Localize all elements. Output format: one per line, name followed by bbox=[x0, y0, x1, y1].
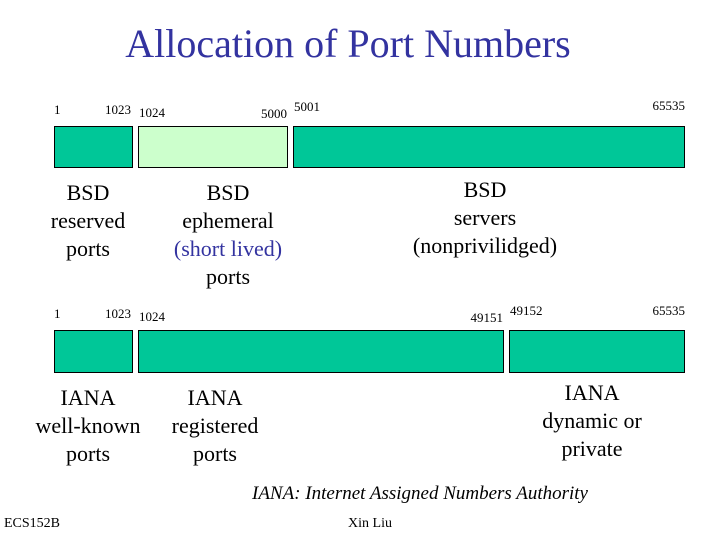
caption-line: (nonprivilidged) bbox=[412, 233, 558, 258]
tick-label-bsd-65535: 65535 bbox=[652, 98, 686, 113]
slide-title: Allocation of Port Numbers bbox=[125, 21, 571, 66]
caption-bsd-ephemeral-ports: BSD ephemeral (short lived) ports bbox=[174, 179, 282, 291]
caption-line: reserved bbox=[50, 208, 126, 233]
tick-label-bsd-1023: 1023 bbox=[105, 102, 131, 117]
tick-label-iana-49152: 49152 bbox=[510, 303, 543, 318]
caption-line: registered bbox=[171, 413, 259, 438]
caption-line: BSD bbox=[66, 180, 110, 205]
tick-label-bsd-1: 1 bbox=[54, 102, 61, 117]
caption-line: IANA bbox=[187, 385, 243, 410]
caption-line: ports bbox=[192, 441, 237, 466]
caption-bsd-servers: BSD servers (nonprivilidged) bbox=[413, 176, 557, 260]
footnote: IANA: Internet Assigned Numbers Authorit… bbox=[252, 483, 588, 504]
tick-label-iana-49151: 49151 bbox=[470, 310, 504, 325]
caption-line: BSD bbox=[206, 180, 250, 205]
tick-label-bsd-5001: 5001 bbox=[294, 99, 320, 114]
tick-label-iana-1023: 1023 bbox=[105, 306, 131, 321]
caption-bsd-reserved-ports: BSD reserved ports bbox=[51, 179, 126, 263]
range-bar-bsd-1-1023 bbox=[54, 126, 133, 168]
range-bar-iana-49152-65535 bbox=[509, 330, 685, 373]
caption-line: ports bbox=[206, 264, 250, 289]
caption-line: servers bbox=[453, 205, 517, 230]
tick-label-iana-1: 1 bbox=[54, 306, 61, 321]
caption-line: IANA bbox=[60, 385, 116, 410]
tick-label-iana-65535: 65535 bbox=[652, 303, 686, 318]
caption-iana-dynamic-private: IANA dynamic or private bbox=[542, 379, 642, 463]
caption-line: (short lived) bbox=[173, 236, 283, 261]
range-bar-iana-1-1023 bbox=[54, 330, 133, 373]
caption-iana-well-known-ports: IANA well-known ports bbox=[35, 384, 140, 468]
tick-label-iana-1024: 1024 bbox=[139, 309, 165, 324]
tick-label-bsd-5000: 5000 bbox=[261, 106, 287, 121]
caption-iana-registered-ports: IANA registered ports bbox=[172, 384, 259, 468]
caption-line: IANA bbox=[564, 380, 620, 405]
course-code: ECS152B bbox=[4, 516, 61, 531]
caption-line: BSD bbox=[463, 177, 507, 202]
caption-line: well-known bbox=[35, 413, 141, 438]
author-name: Xin Liu bbox=[348, 516, 392, 531]
caption-line: private bbox=[561, 436, 623, 461]
caption-line: ephemeral bbox=[182, 208, 274, 233]
caption-line: dynamic or bbox=[542, 408, 642, 433]
caption-line: ports bbox=[66, 441, 110, 466]
range-bar-bsd-5001-65535 bbox=[293, 126, 685, 168]
range-bar-bsd-1024-5000 bbox=[138, 126, 288, 168]
tick-label-bsd-1024: 1024 bbox=[139, 105, 165, 120]
range-bar-iana-1024-49151 bbox=[138, 330, 504, 373]
caption-line: ports bbox=[65, 236, 110, 261]
